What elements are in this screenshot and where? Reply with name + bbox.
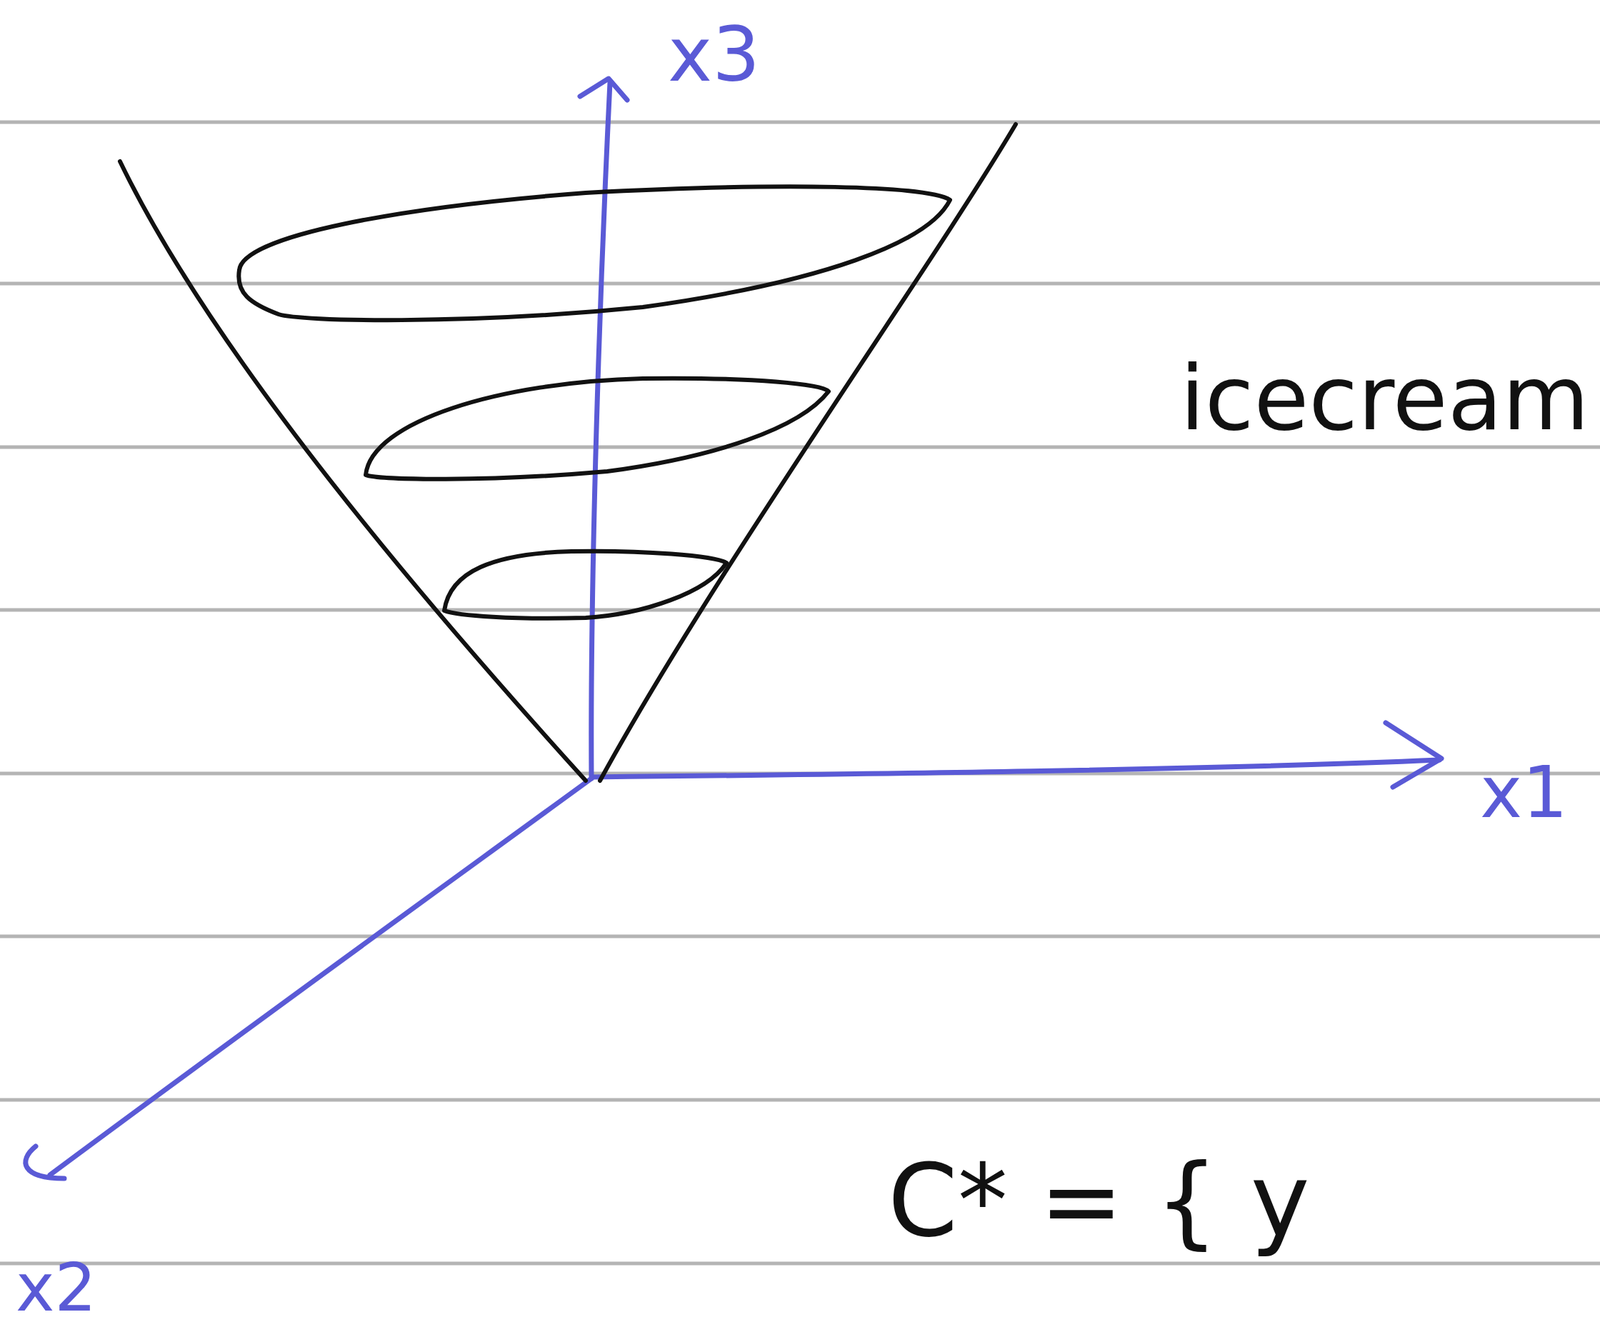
axes: [25, 78, 1442, 1179]
note-text: icecream: [1180, 353, 1590, 443]
axis-label: x2: [15, 1255, 97, 1322]
icecream-cone: [120, 124, 1016, 781]
ruled-lines: [0, 122, 1600, 1264]
axis-label: x3: [667, 17, 760, 93]
formula-text: C* = { y: [887, 1151, 1310, 1252]
axis-label: x1: [1480, 757, 1568, 829]
